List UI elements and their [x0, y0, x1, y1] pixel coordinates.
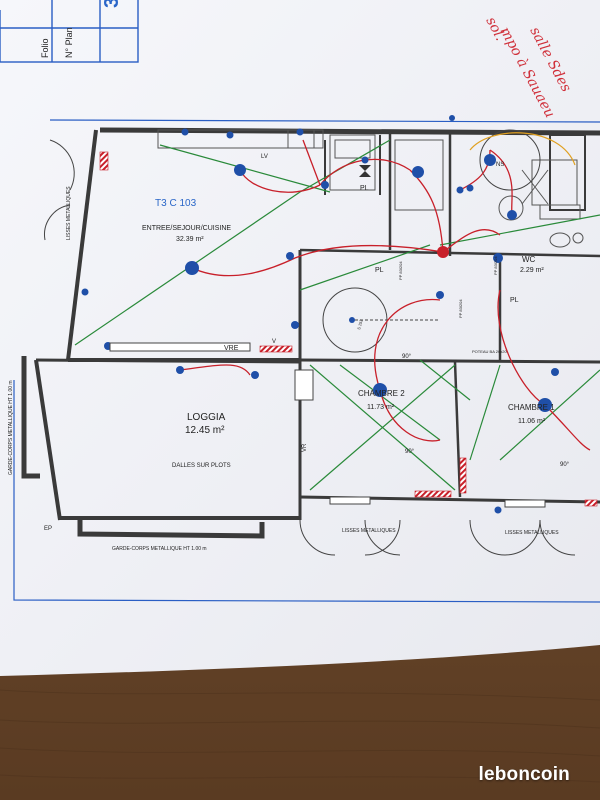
- label-gaine-1: PP 83/204: [398, 261, 403, 280]
- lisses-left: LISSES METALLIQUES: [66, 186, 72, 240]
- wc-area: 2.29 m²: [520, 267, 544, 274]
- loggia-name: LOGGIA: [187, 412, 226, 423]
- chambre1-name: CHAMBRE 1: [508, 403, 555, 412]
- label-angle-2: 90°: [405, 449, 415, 455]
- lisses-bottom-2: LISSES METALLIQUES: [505, 530, 559, 536]
- windows: [109, 342, 546, 508]
- label-vre: VRE: [224, 345, 239, 352]
- plan-label: N° Plan: [64, 27, 74, 58]
- hatched-panels: [99, 151, 598, 507]
- lisses-bottom-1: LISSES METALLIQUES: [342, 528, 396, 534]
- wc-name: WC: [522, 255, 536, 264]
- label-poteau: POTEAU BA 20x20: [472, 349, 507, 354]
- label-ep: EP: [44, 526, 52, 532]
- door-swings: [44, 129, 576, 556]
- bath-arc: [469, 132, 576, 166]
- label-vr: VR: [302, 443, 308, 452]
- chambre2-area: 11.73 m²: [367, 404, 395, 411]
- leboncoin-watermark: leboncoin: [478, 764, 570, 785]
- kitchen-counter: [157, 129, 444, 211]
- label-angle-3: 90°: [560, 462, 570, 468]
- folio-label: Folio: [40, 38, 50, 58]
- sheet-number: 3: [101, 0, 123, 8]
- label-pl-2: PL: [375, 267, 384, 274]
- apartment-code: T3 C 103: [155, 198, 197, 209]
- label-lv: LV: [261, 154, 268, 160]
- label-gaine-3: PP 83/204: [493, 256, 498, 275]
- garde-corps-bottom: GARDE-CORPS METALLIQUE HT 1.00 m: [112, 546, 207, 552]
- main-room-area: 32.39 m²: [176, 236, 204, 243]
- bathroom-fixtures: [498, 159, 584, 248]
- label-ns: NS: [496, 162, 504, 168]
- label-pl-3: PL: [510, 297, 519, 304]
- label-angle-1: 90°: [402, 354, 412, 360]
- label-s: S 152: [356, 318, 364, 330]
- plan-frame: [13, 119, 600, 603]
- garde-corps-left: GARDE-CORPS METALLIQUE HT 1.00 m: [8, 380, 14, 475]
- label-pl-1: PL: [360, 185, 369, 192]
- loggia-area: 12.45 m²: [185, 425, 225, 436]
- title-block: [0, 0, 139, 63]
- wood-grain: [0, 689, 600, 783]
- label-v: V: [272, 339, 276, 345]
- main-room-name: ENTREE/SEJOUR/CUISINE: [142, 225, 231, 232]
- loggia-floor: DALLES SUR PLOTS: [172, 463, 231, 469]
- chambre1-area: 11.06 m²: [518, 418, 546, 425]
- label-gaine-2: PP 83/204: [458, 299, 463, 318]
- chambre2-name: CHAMBRE 2: [358, 389, 405, 398]
